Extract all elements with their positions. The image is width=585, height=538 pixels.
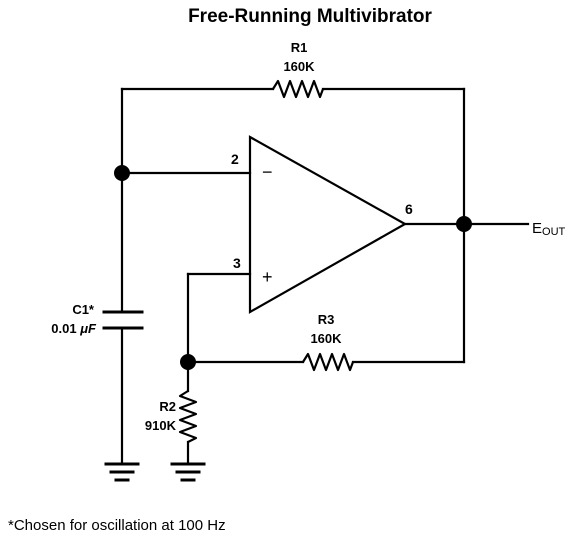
r1-value-label: 160K bbox=[283, 59, 315, 74]
r3-feedback-wire bbox=[186, 222, 466, 364]
op-amp bbox=[248, 135, 408, 314]
r3-value-label: 160K bbox=[310, 331, 342, 346]
pin-6-label: 6 bbox=[405, 201, 413, 217]
junction-dot-inverting bbox=[114, 165, 130, 181]
junction-dot-noninverting bbox=[180, 354, 196, 370]
ground-symbol-r2 bbox=[170, 462, 206, 482]
r1-feedback-wire bbox=[120, 87, 466, 226]
c1-value-label: 0.01 μF bbox=[51, 321, 97, 336]
ground-symbol-c1 bbox=[104, 462, 140, 482]
c1-capacitor bbox=[102, 310, 144, 330]
r3-resistor bbox=[301, 352, 355, 372]
noninverting-sign: + bbox=[262, 267, 273, 287]
c1-name-label: C1* bbox=[72, 302, 95, 317]
r1-resistor bbox=[271, 79, 325, 99]
pin-3-label: 3 bbox=[233, 255, 241, 271]
page-title: Free-Running Multivibrator bbox=[188, 6, 432, 27]
output-label: EOUT bbox=[532, 220, 566, 238]
inverting-sign: − bbox=[262, 162, 273, 182]
c1-unit: μF bbox=[79, 321, 97, 336]
junction-dot-output bbox=[456, 216, 472, 232]
footnote: *Chosen for oscillation at 100 Hz bbox=[8, 517, 226, 534]
r1-name-label: R1 bbox=[291, 40, 308, 55]
noninverting-input-wire bbox=[186, 272, 252, 364]
r2-value-label: 910K bbox=[145, 418, 177, 433]
r2-name-label: R2 bbox=[159, 399, 176, 414]
r3-name-label: R3 bbox=[318, 312, 335, 327]
pin-2-label: 2 bbox=[231, 151, 239, 167]
r2-resistor bbox=[178, 389, 198, 444]
